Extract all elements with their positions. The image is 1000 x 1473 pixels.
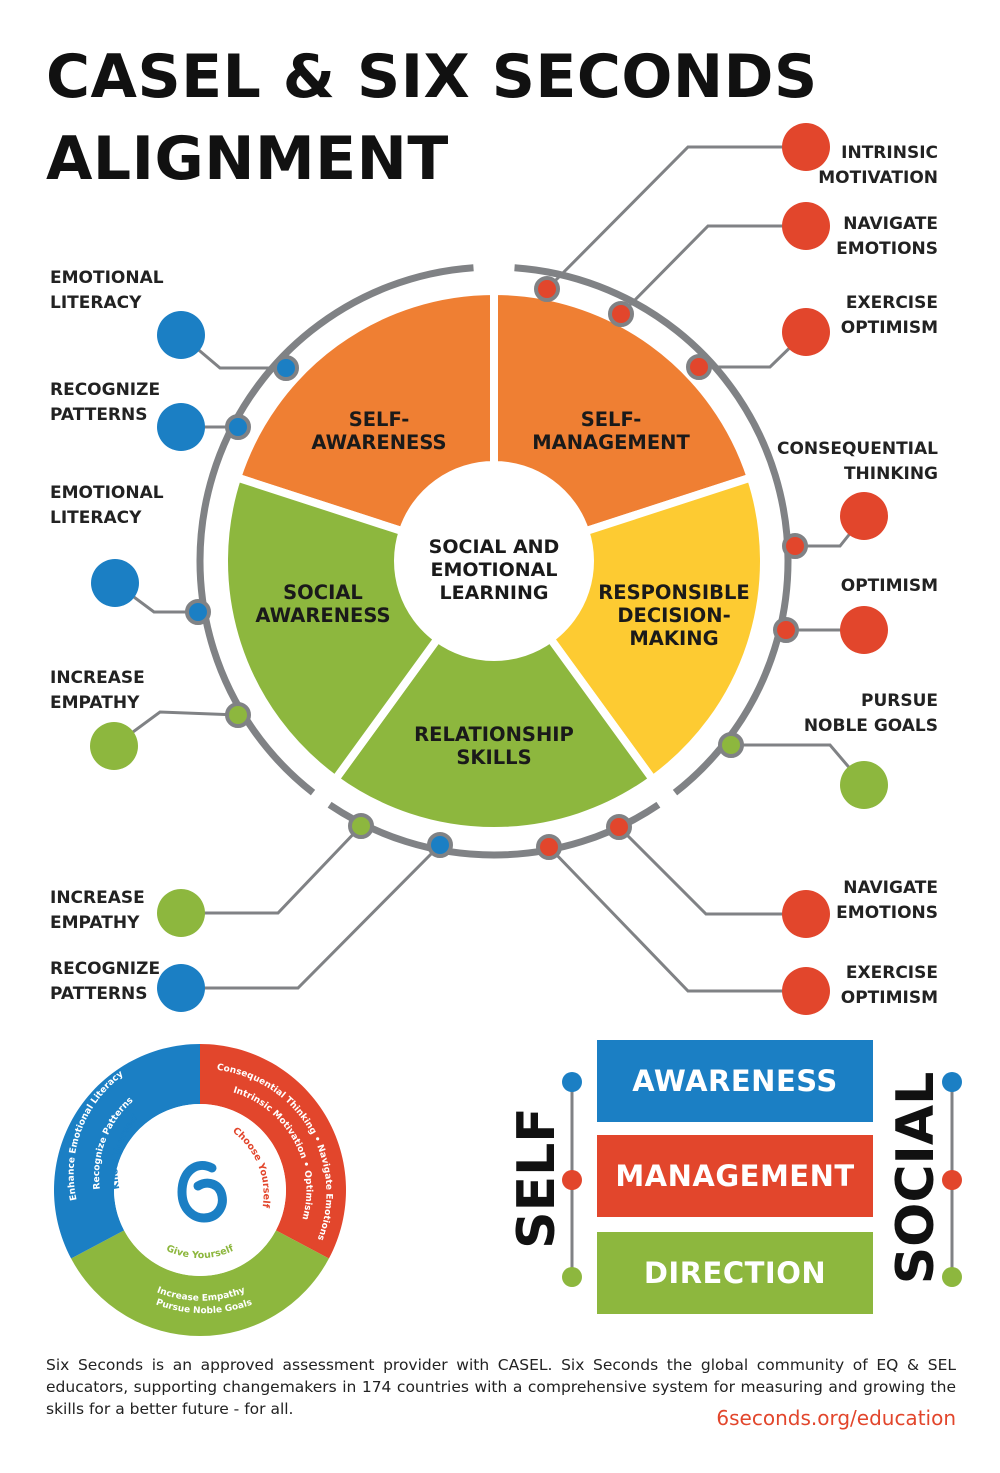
competency-circle-right-0 <box>782 123 830 171</box>
segment-label-self-awareness: SELF-AWARENESS <box>311 408 447 454</box>
box-awareness: AWARENESS <box>597 1040 873 1122</box>
ring-dot-right-6 <box>606 814 632 840</box>
competency-circle-left-4 <box>157 889 205 937</box>
right-label-optimism: OPTIMISM <box>840 576 938 596</box>
competency-circle-left-2 <box>91 559 139 607</box>
title-line-2: ALIGNMENT <box>46 124 449 194</box>
competency-circle-left-1 <box>157 403 205 451</box>
wheel-segment-relationship-skills <box>329 633 659 835</box>
model-ring-give <box>71 1230 329 1336</box>
competency-circle-left-5 <box>157 964 205 1012</box>
ring-dot-right-0 <box>534 276 560 302</box>
model-ring-choose <box>200 1044 346 1259</box>
competency-circle-right-5 <box>840 761 888 809</box>
ring-dot-left-2 <box>185 599 211 625</box>
ring-dot-left-1 <box>225 414 251 440</box>
wheel-segment-self-awareness <box>232 286 498 537</box>
ring-dot-right-5 <box>718 732 744 758</box>
title-line-1: CASEL & SIX SECONDS <box>46 42 818 112</box>
ring-dot-right-2 <box>686 354 712 380</box>
wheel-segment-self-management <box>490 286 756 537</box>
box-direction: DIRECTION <box>597 1232 873 1314</box>
pursuits-connectors <box>90 123 962 1287</box>
competency-circle-right-1 <box>782 202 830 250</box>
competency-circle-right-6 <box>782 890 830 938</box>
pursuit-dot-social-1 <box>942 1170 962 1190</box>
footer-text: Six Seconds is an approved assessment pr… <box>46 1356 956 1418</box>
ring-arc-0 <box>514 264 792 796</box>
wheel-center <box>401 468 587 654</box>
ring-dot-left-3 <box>225 702 251 728</box>
sel-wheel <box>220 286 768 835</box>
ring-dot-left-4 <box>348 813 374 839</box>
connector-line-4 <box>181 824 363 915</box>
competency-circle-right-4 <box>840 606 888 654</box>
connector-line-12 <box>617 825 806 916</box>
pursuit-dot-self-1 <box>562 1170 582 1190</box>
competency-circle-right-2 <box>782 308 830 356</box>
ring-dot-left-5 <box>427 832 453 858</box>
connector-line-5 <box>181 843 442 990</box>
footer-link[interactable]: 6seconds.org/education <box>716 1406 956 1430</box>
pursuit-dot-social-0 <box>942 1072 962 1092</box>
ring-dot-right-3 <box>782 533 808 559</box>
ring-dot-right-4 <box>773 617 799 643</box>
ring-dot-right-1 <box>608 301 634 327</box>
six-seconds-logo-icon <box>177 1161 227 1223</box>
self-vertical-label: SELF <box>507 1107 567 1249</box>
connector-line-13 <box>547 845 806 993</box>
box-management: MANAGEMENT <box>597 1135 873 1217</box>
pursuit-dot-self-2 <box>562 1267 582 1287</box>
pursuit-dot-social-2 <box>942 1267 962 1287</box>
social-vertical-label: SOCIAL <box>886 1071 946 1285</box>
page-title: CASEL & SIX SECONDS ALIGNMENT <box>46 36 818 200</box>
wheel-segment-responsible-decision-making <box>544 472 768 786</box>
ring-dot-right-7 <box>536 834 562 860</box>
model-ring-know <box>54 1044 201 1259</box>
ring-dot-left-0 <box>273 355 299 381</box>
competency-circle-left-3 <box>90 722 138 770</box>
pursuit-dot-self-0 <box>562 1072 582 1092</box>
competency-circle-right-3 <box>840 492 888 540</box>
segment-label-self-management: SELF-MANAGEMENT <box>532 408 690 454</box>
competency-circle-right-7 <box>782 967 830 1015</box>
wheel-segment-social-awareness <box>220 472 444 786</box>
competency-circle-left-0 <box>157 311 205 359</box>
